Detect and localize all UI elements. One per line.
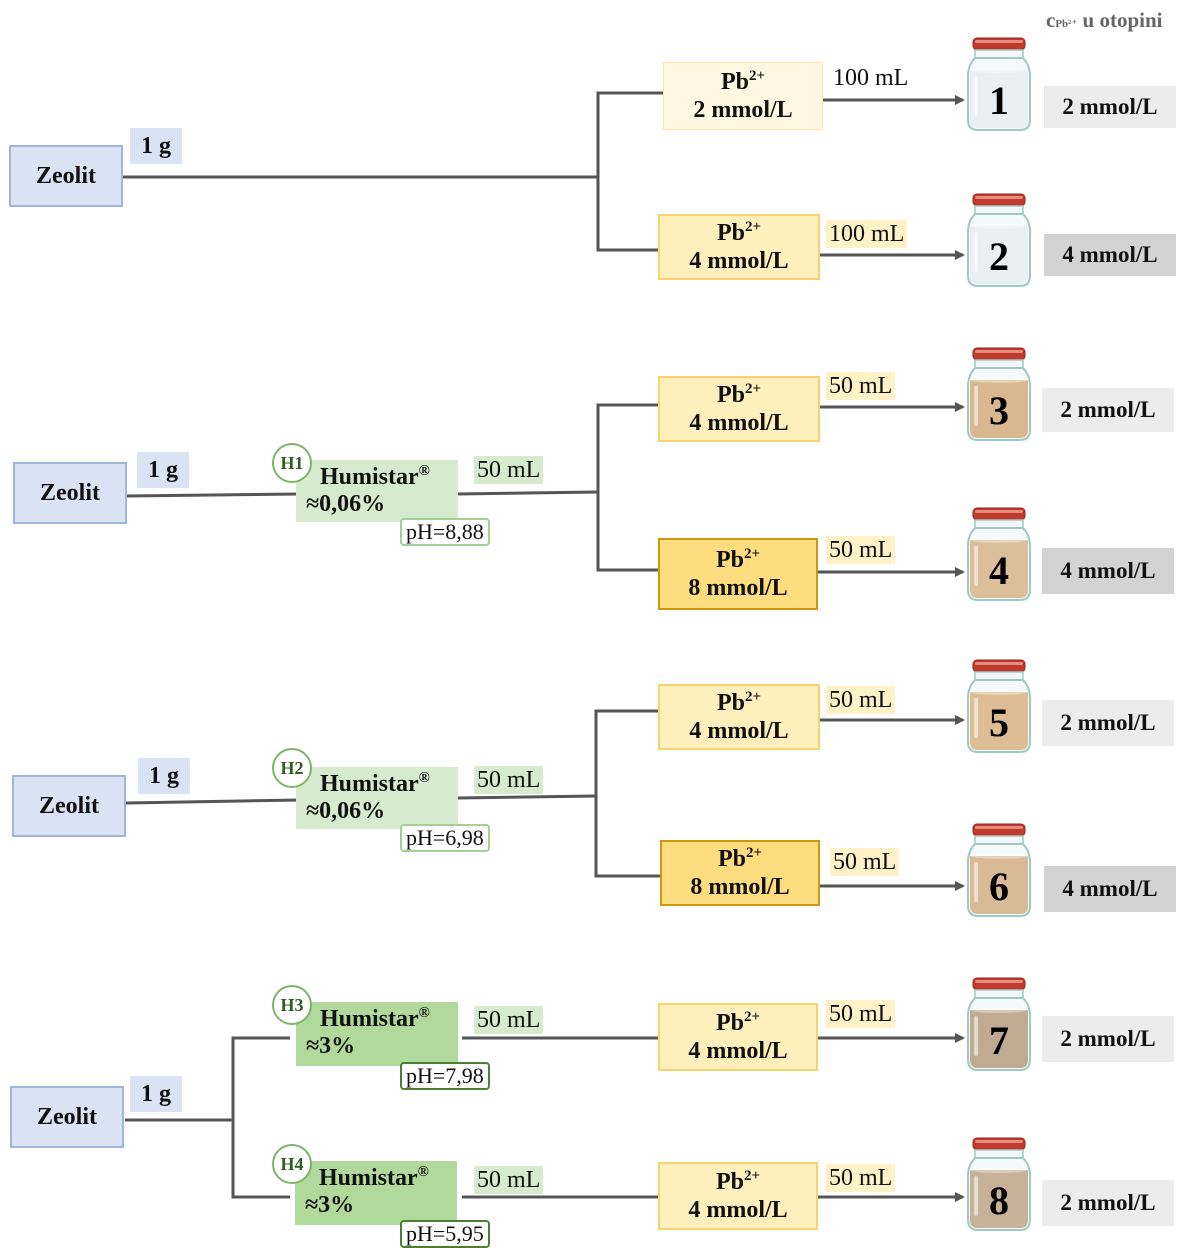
jar-6: 6 [964,822,1034,923]
jar-lid [972,193,1026,207]
pb-solution-box: Pb2+4 mmol/L [658,684,820,750]
result-label: 2 mmol/L [1042,1016,1174,1062]
jar-number: 8 [989,1178,1009,1223]
zeolit-box: Zeolit [9,145,123,207]
pb-volume: 50 mL [826,1000,896,1028]
pb-volume: 100 mL [833,65,909,91]
pb-solution-box: Pb2+4 mmol/L [658,376,820,442]
jar-number: 4 [989,548,1009,593]
pb-volume: 50 mL [826,536,896,564]
humistar-volume: 50 mL [474,456,544,484]
result-label: 4 mmol/L [1044,234,1176,276]
result-label: 2 mmol/L [1044,86,1176,128]
jar-liquid [970,380,1028,438]
pb-solution-box: Pb2+8 mmol/L [660,840,820,906]
pb-solution-box: Pb2+4 mmol/L [658,1003,818,1071]
pb-solution-box: Pb2+4 mmol/L [658,214,820,280]
jar-lid [972,659,1026,673]
pb-solution-box: Pb2+2 mmol/L [663,62,823,130]
pb-solution-box: Pb2+8 mmol/L [658,538,818,610]
jar-liquid [970,1170,1028,1228]
humistar-box: Humistar® ≈0,06% [296,460,458,522]
legend-label: cPb²⁺ u otopini [1046,8,1163,32]
jar-7: 7 [964,976,1034,1077]
result-label: 2 mmol/L [1042,700,1174,746]
mass-label: 1 g [130,1076,182,1112]
mass-label: 1 g [137,452,189,488]
result-label: 2 mmol/L [1042,1180,1174,1226]
jar-8: 8 [964,1136,1034,1237]
zeolit-box: Zeolit [13,462,127,524]
jar-icon: 1 [966,37,1032,131]
jar-lid [972,37,1026,51]
jar-icon: 8 [966,1137,1032,1231]
jar-4: 4 [964,506,1034,607]
jar-icon: 6 [966,823,1032,917]
jar-number: 6 [989,864,1009,909]
jar-lid [972,823,1026,837]
jar-icon: 5 [966,659,1032,753]
pb-volume: 50 mL [826,372,896,400]
pb-volume: 100 mL [826,220,908,248]
humistar-concentration: ≈3% [305,1192,355,1218]
humistar-box: Humistar® ≈3% [296,1002,458,1066]
sample-h4-badge: H4 [272,1144,312,1184]
jar-2: 2 [964,192,1034,293]
result-label: 4 mmol/L [1044,866,1176,912]
jar-liquid [970,540,1028,598]
result-label: 4 mmol/L [1042,548,1174,594]
jar-icon: 2 [966,193,1032,287]
humistar-volume: 50 mL [474,1006,544,1034]
jar-lid [972,977,1026,991]
ph-label: pH=8,88 [400,518,490,546]
jar-number: 3 [989,388,1009,433]
humistar-concentration: ≈0,06% [306,798,386,824]
sample-h3-badge: H3 [272,985,312,1025]
ph-label: pH=6,98 [400,824,490,852]
humistar-volume: 50 mL [474,1166,544,1194]
jar-liquid [970,226,1028,284]
pb-volume: 50 mL [830,848,900,876]
ph-label: pH=7,98 [400,1062,490,1090]
result-label: 2 mmol/L [1042,388,1174,432]
jar-lid [972,1137,1026,1151]
jar-icon: 4 [966,507,1032,601]
zeolit-box: Zeolit [10,1086,124,1148]
jar-lid [972,347,1026,361]
pb-volume: 50 mL [826,686,896,714]
mass-label: 1 g [130,128,182,164]
jar-liquid [970,70,1028,128]
jar-liquid [970,856,1028,914]
jar-number: 5 [989,700,1009,745]
humistar-concentration: ≈0,06% [306,491,386,517]
jar-5: 5 [964,658,1034,759]
pb-volume: 50 mL [826,1164,896,1192]
jar-number: 7 [989,1018,1009,1063]
jar-number: 1 [989,78,1009,123]
ph-label: pH=5,95 [400,1220,490,1248]
humistar-box: Humistar® ≈0,06% [296,767,458,829]
humistar-box: Humistar® ≈3% [295,1161,457,1225]
mass-label: 1 g [138,758,190,794]
sample-h2-badge: H2 [272,748,312,788]
pb-solution-box: Pb2+4 mmol/L [658,1162,818,1230]
sample-h1-badge: H1 [272,443,312,483]
jar-lid [972,507,1026,521]
jar-icon: 7 [966,977,1032,1071]
jar-1: 1 [964,36,1034,137]
jar-3: 3 [964,346,1034,447]
zeolit-box: Zeolit [12,775,126,837]
jar-liquid [970,1010,1028,1068]
jar-number: 2 [989,234,1009,279]
jar-icon: 3 [966,347,1032,441]
humistar-volume: 50 mL [474,766,544,794]
jar-liquid [970,692,1028,750]
humistar-concentration: ≈3% [306,1033,356,1059]
